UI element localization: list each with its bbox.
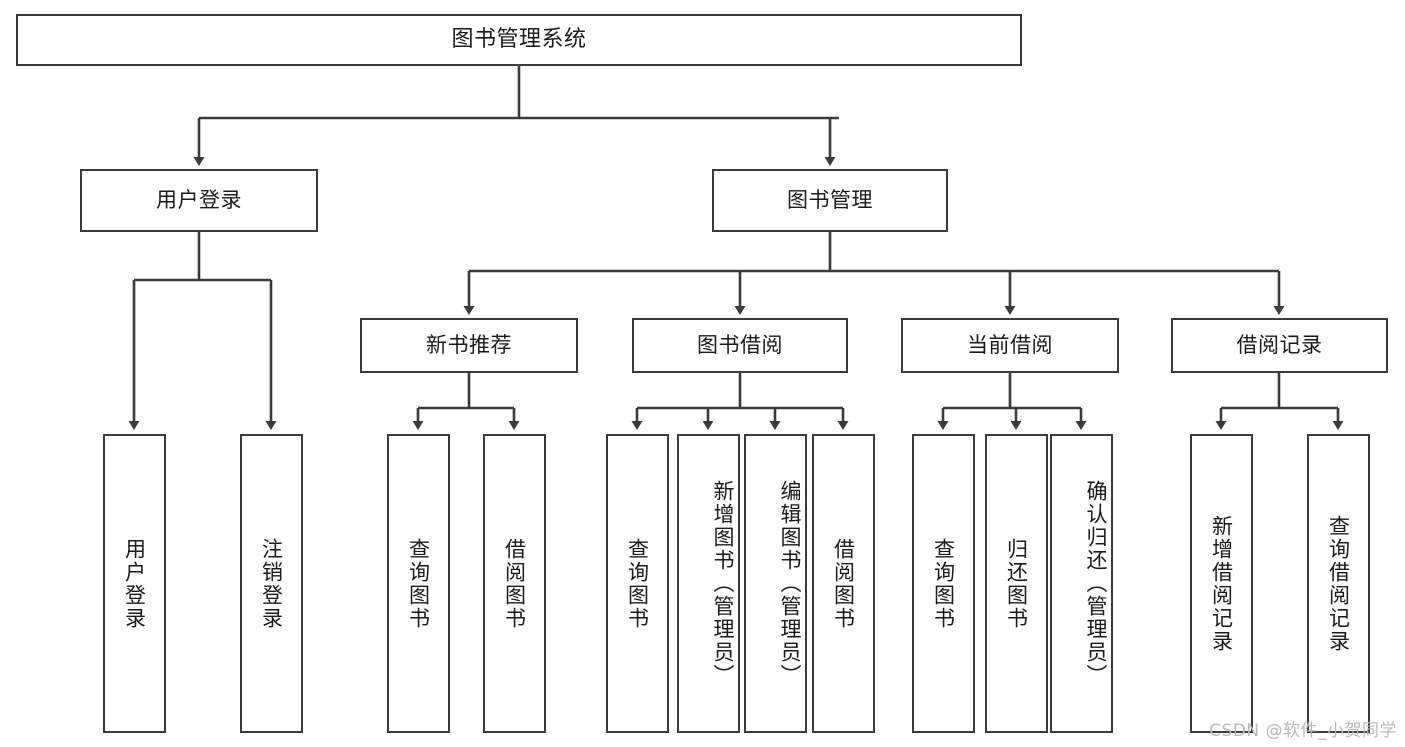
node-current-borrow[interactable]: 当前借阅	[901, 318, 1119, 373]
node-borrow-record[interactable]: 借阅记录	[1171, 318, 1388, 373]
watermark-text: CSDN @软件_小贺同学	[1209, 721, 1397, 741]
node-leaf-borrow-book[interactable]: 借阅图书	[812, 434, 875, 733]
node-new-book-recommend[interactable]: 新书推荐	[360, 318, 578, 373]
node-leaf-query-book-borrow[interactable]: 查询图书	[606, 434, 669, 733]
node-leaf-confirm-return[interactable]: 确认归还（管理员）	[1050, 434, 1113, 733]
node-leaf-return-book[interactable]: 归还图书	[985, 434, 1048, 733]
node-leaf-logout[interactable]: 注销登录	[240, 434, 303, 733]
node-leaf-query-borrow-record[interactable]: 查询借阅记录	[1307, 434, 1370, 733]
node-leaf-add-borrow-record[interactable]: 新增借阅记录	[1190, 434, 1253, 733]
node-root[interactable]: 图书管理系统	[16, 14, 1022, 66]
node-leaf-user-login[interactable]: 用户登录	[103, 434, 166, 733]
node-leaf-borrow-book-recommend[interactable]: 借阅图书	[483, 434, 546, 733]
node-leaf-query-book-recommend[interactable]: 查询图书	[387, 434, 450, 733]
node-leaf-edit-book[interactable]: 编辑图书（管理员）	[744, 434, 807, 733]
node-book-borrow[interactable]: 图书借阅	[632, 318, 848, 373]
node-leaf-add-book[interactable]: 新增图书（管理员）	[677, 434, 740, 733]
node-leaf-query-book-current[interactable]: 查询图书	[912, 434, 975, 733]
node-book-management[interactable]: 图书管理	[712, 169, 948, 232]
node-user-login[interactable]: 用户登录	[80, 169, 318, 232]
